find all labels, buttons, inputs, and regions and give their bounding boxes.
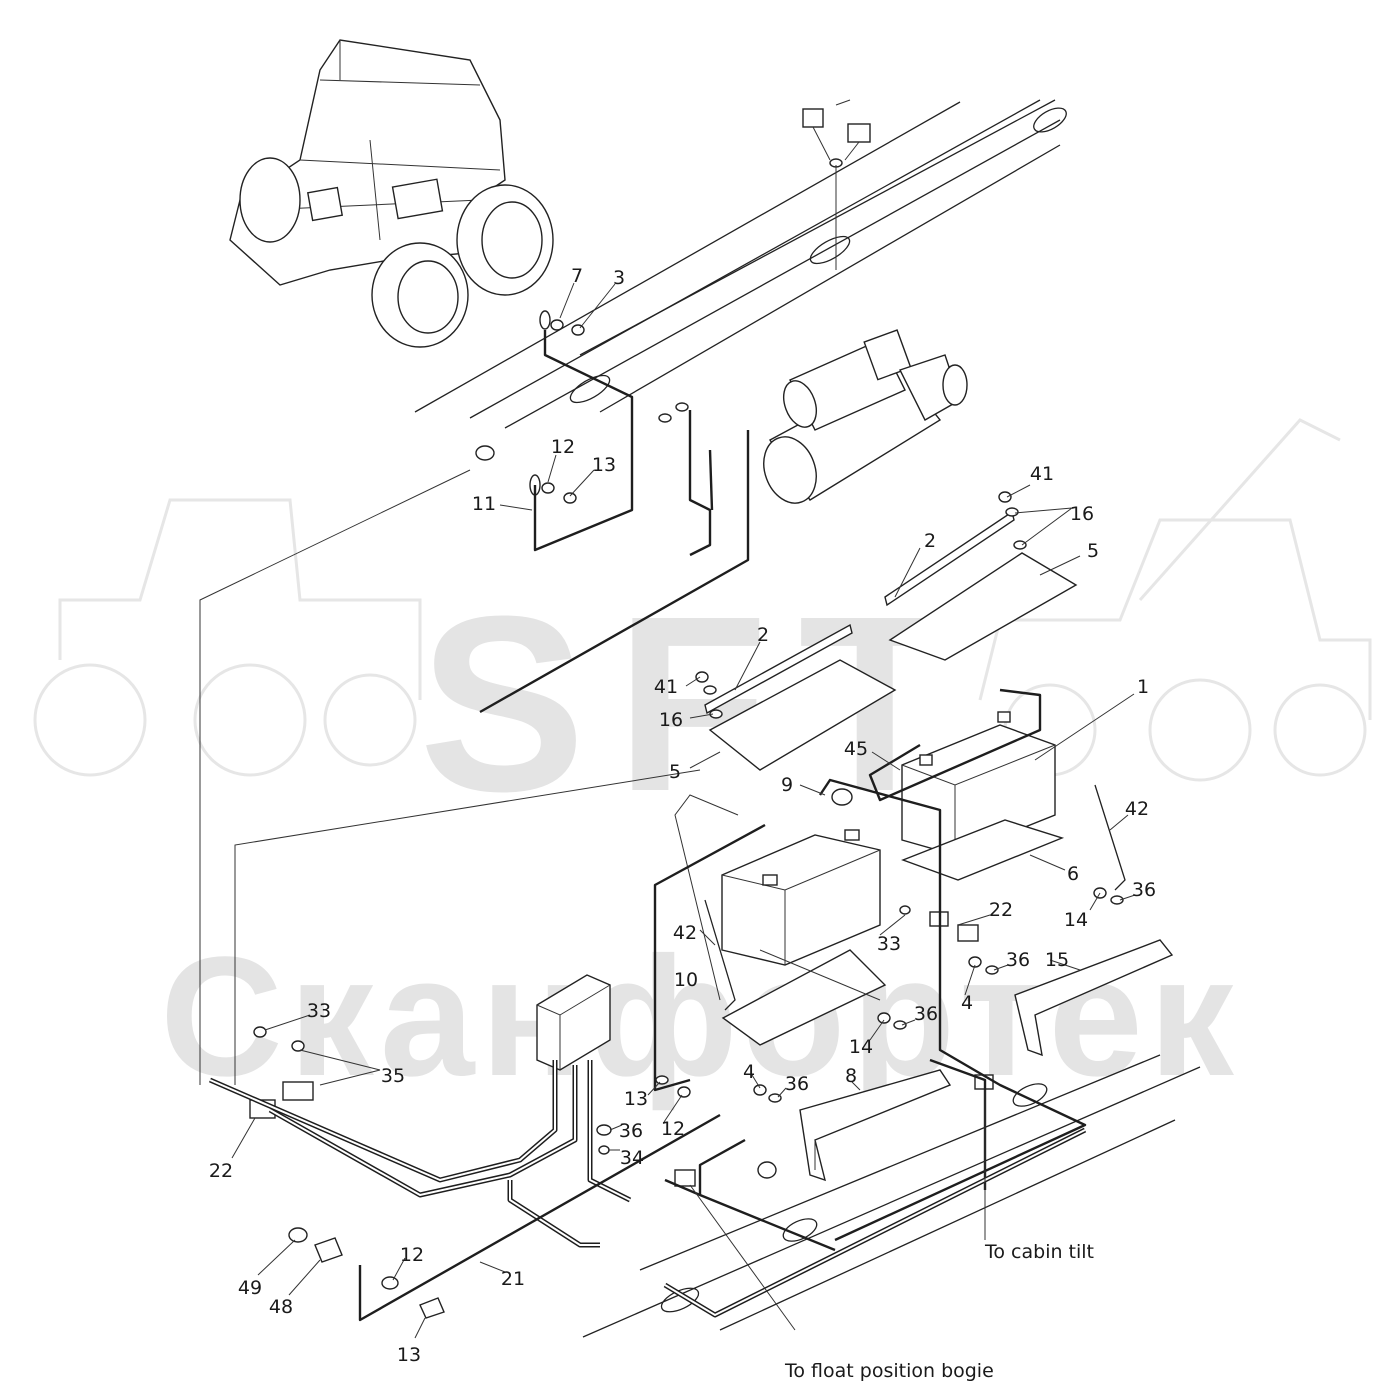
bracket-15 [1014, 939, 1174, 1057]
callout-c42a: 42 [1125, 798, 1149, 820]
watermark-logo: SFT [419, 564, 981, 843]
battery-plates [704, 510, 1078, 771]
callout-c5a: 5 [1087, 540, 1099, 562]
callout-c6: 6 [1067, 863, 1079, 885]
junction-box [536, 974, 611, 1071]
callout-c13a: 13 [592, 454, 616, 476]
leader-lines [231, 282, 1136, 1339]
callout-c14a: 14 [1064, 909, 1088, 931]
callout-c16a: 16 [1070, 503, 1094, 525]
battery-2 [721, 829, 887, 1046]
watermark-machine-right [978, 418, 1372, 782]
callout-c41a: 41 [1030, 463, 1054, 485]
callout-c7: 7 [571, 265, 583, 287]
callout-c36a: 36 [1132, 879, 1156, 901]
hold-down-rods [704, 784, 1126, 1011]
callout-c21: 21 [501, 1268, 525, 1290]
callout-c49: 49 [238, 1277, 262, 1299]
callout-c14b: 14 [849, 1036, 873, 1058]
callout-c9: 9 [781, 774, 793, 796]
machine-locator-icon [229, 39, 554, 348]
callout-c22a: 22 [989, 899, 1013, 921]
callout-c5b: 5 [669, 761, 681, 783]
caption-pointers [689, 1090, 986, 1331]
callout-c10: 10 [674, 969, 698, 991]
callout-c22b: 22 [209, 1160, 233, 1182]
callout-c34: 34 [620, 1147, 644, 1169]
callout-c2b: 2 [757, 624, 769, 646]
callout-c1: 1 [1137, 676, 1149, 698]
callout-c48: 48 [269, 1296, 293, 1318]
callout-c36d: 36 [785, 1073, 809, 1095]
callout-c4a: 4 [961, 992, 973, 1014]
callout-c12a: 12 [551, 436, 575, 458]
callout-c36e: 36 [619, 1120, 643, 1142]
caption-to-cabin-tilt: To cabin tilt [984, 1241, 1094, 1263]
callout-c12c: 12 [400, 1244, 424, 1266]
callout-c36c: 36 [914, 1003, 938, 1025]
callout-c45: 45 [844, 738, 868, 760]
cable-harness [199, 330, 1087, 1322]
callout-c3: 3 [613, 267, 625, 289]
callout-c16b: 16 [659, 709, 683, 731]
cable-clamps [249, 911, 994, 1187]
callout-c36b: 36 [1006, 949, 1030, 971]
callout-c33b: 33 [307, 1000, 331, 1022]
callout-c15: 15 [1045, 949, 1069, 971]
callout-c12b: 12 [661, 1118, 685, 1140]
bracket-8 [799, 1069, 952, 1182]
callout-c42b: 42 [673, 922, 697, 944]
relay-blocks [802, 99, 871, 270]
callout-c11: 11 [472, 493, 496, 515]
starter-motor [763, 329, 968, 504]
callout-c13b: 13 [624, 1088, 648, 1110]
callout-c33a: 33 [877, 933, 901, 955]
watermark-machine-left [33, 498, 422, 777]
callout-c41b: 41 [654, 676, 678, 698]
hardware-bolts-washers [253, 310, 1124, 1319]
callout-c13c: 13 [397, 1344, 421, 1366]
callout-c35: 35 [381, 1065, 405, 1087]
callout-c8: 8 [845, 1065, 857, 1087]
callout-c4b: 4 [743, 1061, 755, 1083]
callout-c2a: 2 [924, 530, 936, 552]
caption-to-float-position-bogie: To float position bogie [784, 1360, 994, 1382]
